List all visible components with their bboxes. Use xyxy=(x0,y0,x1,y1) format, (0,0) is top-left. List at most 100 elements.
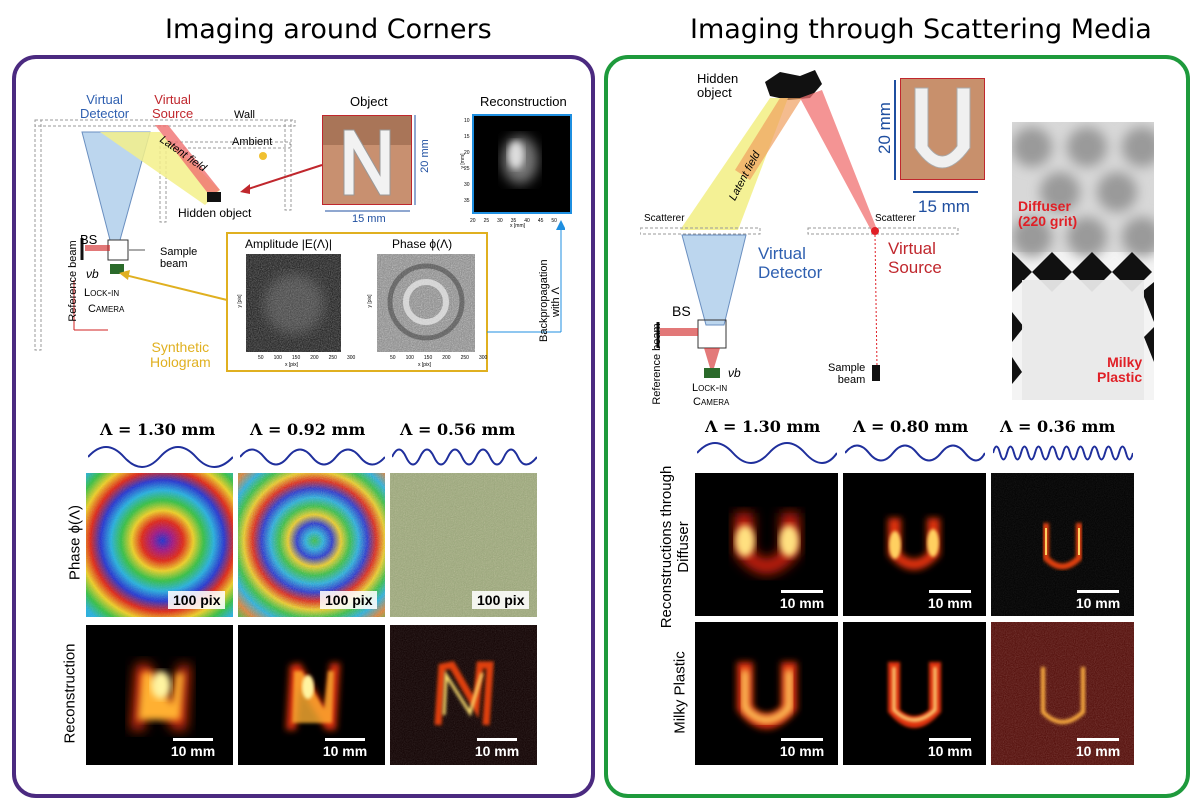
scale-bar-r6: 10 mm xyxy=(1073,738,1123,759)
right-bs-label: BS xyxy=(672,303,691,319)
left-panel-title: Imaging around Corners xyxy=(165,14,492,45)
left-nub-label: νb xyxy=(86,267,99,281)
amp-xlabel: x [pix] xyxy=(285,362,299,368)
row-recon-label: Reconstruction xyxy=(61,643,79,744)
recon-u-milky-3 xyxy=(991,622,1134,765)
recon-ytick: 30 xyxy=(464,182,470,188)
right-lambda-1: Λ = 1.30 mm xyxy=(705,417,821,436)
backprop-label: Backpropagation with Λ xyxy=(538,259,562,342)
left-lambda-3: Λ = 0.56 mm xyxy=(400,420,516,439)
scale-bar-r4: 10 mm xyxy=(777,738,827,759)
amp-xtick: 300 xyxy=(346,355,356,361)
scale-bar-l2: 10 mm xyxy=(322,738,368,759)
scale-bar-l1: 10 mm xyxy=(170,738,216,759)
pix-label-3: 100 pix xyxy=(472,591,530,609)
recon-xtick: 25 xyxy=(483,218,490,224)
right-lockin-label: Lock-in xyxy=(692,382,728,394)
left-recon-plot xyxy=(472,114,572,214)
right-panel-title: Imaging through Scattering Media xyxy=(690,14,1152,45)
scale-bar-r3: 10 mm xyxy=(1073,590,1123,611)
scale-bar-label: 10 mm xyxy=(779,595,825,611)
scale-bar-label: 10 mm xyxy=(322,743,368,759)
scale-bar-label: 10 mm xyxy=(779,743,825,759)
left-lambda-1: Λ = 1.30 mm xyxy=(100,420,216,439)
right-hidden-object-label: Hidden object xyxy=(697,71,739,101)
scale-bar-l3: 10 mm xyxy=(474,738,520,759)
left-lockin-label: Lock-in xyxy=(84,287,120,299)
left-object-width: 15 mm xyxy=(352,213,386,225)
left-virtual-source-label: Virtual Source xyxy=(152,92,194,122)
scattering-media-photo xyxy=(1012,122,1154,400)
synthetic-hologram-label: Synthetic Hologram xyxy=(150,339,211,371)
row-phase-label: Phase ϕ(Λ) xyxy=(66,504,84,581)
left-object-title: Object xyxy=(350,94,388,109)
left-reconstruction-title: Reconstruction xyxy=(480,94,567,109)
amp-xtick: 100 xyxy=(273,355,282,361)
hologram-box xyxy=(226,232,488,372)
recon-n-1 xyxy=(86,625,233,765)
recon-u-diffuser-2 xyxy=(843,473,986,616)
right-wave-3 xyxy=(993,445,1133,461)
milky-plastic-label: Milky Plastic xyxy=(1097,354,1143,386)
recon-ytick: 15 xyxy=(464,134,470,140)
scatterer-left-label: Scatterer xyxy=(644,213,685,224)
left-wave-3 xyxy=(392,448,537,466)
recon-ylabel: y [mm] xyxy=(460,153,466,169)
recon-xtick: 50 xyxy=(551,218,557,224)
amp-xtick: 200 xyxy=(310,355,319,361)
phase-xtick: 150 xyxy=(423,355,433,361)
recon-ytick: 10 xyxy=(464,118,470,124)
recon-xtick: 35 xyxy=(510,218,517,224)
right-wave-2 xyxy=(845,444,985,462)
diffuser-label: Diffuser (220 grit) xyxy=(1018,198,1078,230)
scale-bar-label: 10 mm xyxy=(474,743,520,759)
phase-xtick: 300 xyxy=(478,355,488,361)
right-nub-label: νb xyxy=(728,366,741,380)
left-object-photo xyxy=(322,115,412,205)
right-lambda-3: Λ = 0.36 mm xyxy=(1000,417,1116,436)
recon-n-2 xyxy=(238,625,385,765)
recon-ytick: 35 xyxy=(464,198,470,204)
phase-xlabel: x [pix] xyxy=(418,362,432,368)
amp-xtick: 250 xyxy=(328,355,337,361)
right-object-height: 20 mm xyxy=(875,102,894,154)
right-virtual-detector-label: Virtual Detector xyxy=(758,244,823,282)
right-row1-label: Reconstructions through Diffuser xyxy=(658,465,692,629)
amp-xtick: 150 xyxy=(291,355,301,361)
right-reference-beam-label: Reference beam xyxy=(651,323,663,405)
pix-label-2: 100 pix xyxy=(320,591,378,609)
recon-xtick: 40 xyxy=(524,218,530,224)
phase-plot xyxy=(377,254,475,352)
object-arrows xyxy=(240,115,416,212)
scale-bar-r5: 10 mm xyxy=(925,738,975,759)
left-virtual-detector-label: Virtual Detector xyxy=(80,92,130,122)
phase-xtick: 100 xyxy=(405,355,414,361)
right-object-width: 15 mm xyxy=(918,197,970,216)
recon-u-milky-1 xyxy=(695,622,838,765)
pix-label-1: 100 pix xyxy=(168,591,226,609)
recon-xtick: 45 xyxy=(537,218,544,224)
right-lambda-2: Λ = 0.80 mm xyxy=(853,417,969,436)
right-object-arrows xyxy=(894,80,978,193)
left-camera-label: Camera xyxy=(88,303,125,315)
recon-xtick: 20 xyxy=(470,218,476,224)
phase-xtick: 50 xyxy=(390,355,396,361)
amplitude-plot xyxy=(246,254,341,352)
phase-xtick: 200 xyxy=(442,355,451,361)
scale-bar-r1: 10 mm xyxy=(777,590,827,611)
left-hidden-object-label: Hidden object xyxy=(178,206,252,220)
scale-bar-r2: 10 mm xyxy=(925,590,975,611)
recon-ytick: 25 xyxy=(464,166,470,172)
left-wave-1 xyxy=(88,446,233,468)
recon-ytick: 20 xyxy=(464,150,470,156)
right-object-photo xyxy=(900,78,985,180)
right-panel xyxy=(604,55,1190,798)
left-ambient-label: Ambient xyxy=(232,136,273,148)
scale-bar-label: 10 mm xyxy=(1075,743,1121,759)
amplitude-title: Amplitude |E(Λ)| xyxy=(245,237,332,251)
left-reference-beam-label: Reference beam xyxy=(67,240,79,322)
right-schematic xyxy=(640,70,959,381)
recon-n-3 xyxy=(390,625,537,765)
right-sample-beam-label: Sample beam xyxy=(828,362,866,387)
left-bs-label: BS xyxy=(80,232,98,247)
